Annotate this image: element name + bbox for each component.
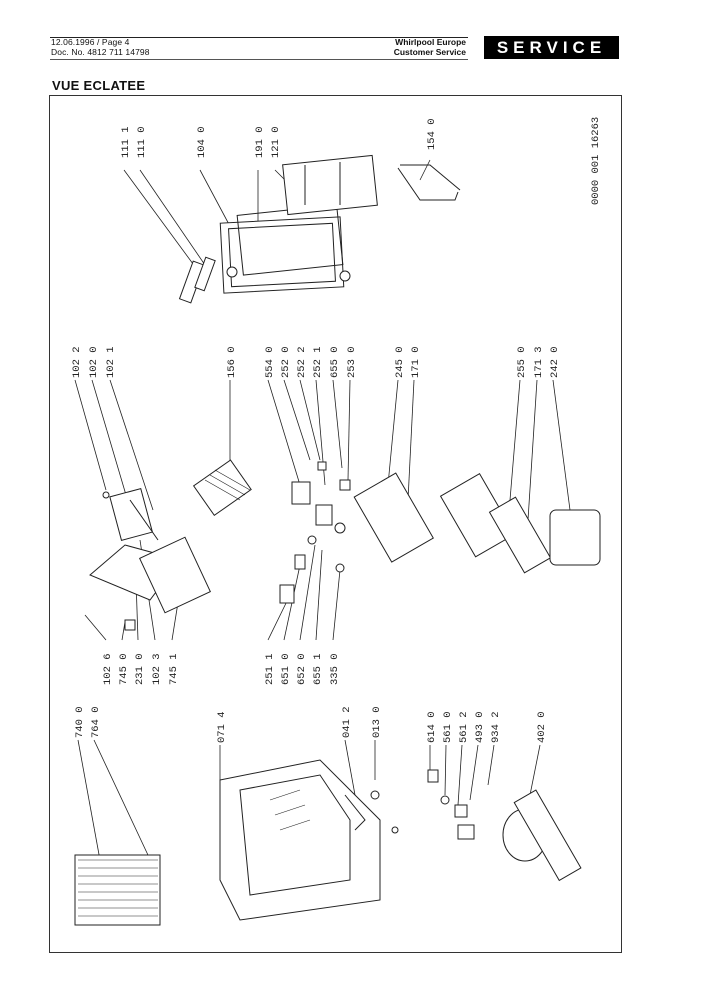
label-740-0: 740 0 (74, 706, 86, 738)
svg-text:102 6: 102 6 (102, 653, 114, 685)
svg-text:614 0: 614 0 (426, 711, 438, 743)
svg-text:171 3: 171 3 (533, 346, 545, 378)
label-242-0: 242 0 (549, 346, 561, 378)
label-493-0: 493 0 (474, 711, 486, 743)
svg-text:245 0: 245 0 (394, 346, 406, 378)
label-745-0: 745 0 (118, 653, 130, 685)
label-171-0: 171 0 (410, 346, 422, 378)
doc-number: Doc. No. 4812 711 14798 (51, 47, 150, 57)
label-934-2: 934 2 (490, 711, 502, 743)
service-badge: SERVICE (484, 36, 619, 59)
svg-text:252 2: 252 2 (296, 346, 308, 378)
svg-text:104 0: 104 0 (196, 126, 208, 158)
svg-text:102 1: 102 1 (105, 346, 117, 378)
label-102-2: 102 2 (71, 346, 83, 378)
label-655-1: 655 1 (312, 653, 324, 685)
label-156-0: 156 0 (226, 346, 238, 378)
drawing-number: 0000 001 16263 (590, 117, 602, 205)
svg-text:013 0: 013 0 (371, 706, 383, 738)
svg-text:745 1: 745 1 (168, 653, 180, 685)
label-041-2: 041 2 (341, 706, 353, 738)
label-102-3: 102 3 (151, 653, 163, 685)
svg-text:156 0: 156 0 (226, 346, 238, 378)
svg-text:655 1: 655 1 (312, 653, 324, 685)
svg-text:111 1: 111 1 (120, 126, 132, 158)
svg-text:764 0: 764 0 (90, 706, 102, 738)
label-111-1: 111 1 (120, 126, 132, 158)
label-764-0: 764 0 (90, 706, 102, 738)
svg-text:102 2: 102 2 (71, 346, 83, 378)
label-104-0: 104 0 (196, 126, 208, 158)
svg-text:121 0: 121 0 (270, 126, 282, 158)
svg-text:041 2: 041 2 (341, 706, 353, 738)
svg-text:191 0: 191 0 (254, 126, 266, 158)
svg-text:561 2: 561 2 (458, 711, 470, 743)
label-652-0: 652 0 (296, 653, 308, 685)
label-245-0: 245 0 (394, 346, 406, 378)
svg-text:554 0: 554 0 (264, 346, 276, 378)
svg-text:252 0: 252 0 (280, 346, 292, 378)
company-info: Whirlpool Europe Customer Service (380, 37, 466, 57)
doc-info: 12.06.1996 / Page 4 Doc. No. 4812 711 14… (51, 37, 150, 57)
date-page: 12.06.1996 / Page 4 (51, 37, 130, 47)
svg-text:231 0: 231 0 (134, 653, 146, 685)
svg-text:651 0: 651 0 (280, 653, 292, 685)
label-191-0: 191 0 (254, 126, 266, 158)
company-line1: Whirlpool Europe (395, 37, 466, 47)
svg-text:655 0: 655 0 (329, 346, 341, 378)
label-651-0: 651 0 (280, 653, 292, 685)
label-252-0: 252 0 (280, 346, 292, 378)
svg-text:071 4: 071 4 (216, 711, 228, 743)
svg-text:652 0: 652 0 (296, 653, 308, 685)
page-title: VUE ECLATEE (52, 78, 146, 93)
svg-text:255 0: 255 0 (516, 346, 528, 378)
label-102-6: 102 6 (102, 653, 114, 685)
label-745-1: 745 1 (168, 653, 180, 685)
svg-text:934 2: 934 2 (490, 711, 502, 743)
svg-text:745 0: 745 0 (118, 653, 130, 685)
svg-text:253 0: 253 0 (346, 346, 358, 378)
label-102-1: 102 1 (105, 346, 117, 378)
label-561-0: 561 0 (442, 711, 454, 743)
svg-text:561 0: 561 0 (442, 711, 454, 743)
svg-text:171 0: 171 0 (410, 346, 422, 378)
header-rule-top (50, 37, 468, 38)
svg-text:102 0: 102 0 (88, 346, 100, 378)
label-121-0: 121 0 (270, 126, 282, 158)
svg-text:252 1: 252 1 (312, 346, 324, 378)
label-253-0: 253 0 (346, 346, 358, 378)
svg-text:251 1: 251 1 (264, 653, 276, 685)
svg-text:740 0: 740 0 (74, 706, 86, 738)
header-rule-bottom (50, 59, 468, 60)
svg-text:402 0: 402 0 (536, 711, 548, 743)
label-071-4: 071 4 (216, 711, 228, 743)
label-251-1: 251 1 (264, 653, 276, 685)
label-171-3: 171 3 (533, 346, 545, 378)
label-154-0: 154 0 (426, 118, 438, 150)
label-013-0: 013 0 (371, 706, 383, 738)
label-561-2: 561 2 (458, 711, 470, 743)
svg-text:493 0: 493 0 (474, 711, 486, 743)
svg-text:0000 001 16263: 0000 001 16263 (590, 117, 602, 205)
svg-text:335 0: 335 0 (329, 653, 341, 685)
exploded-view-frame (49, 95, 622, 953)
label-655-0: 655 0 (329, 346, 341, 378)
label-102-0: 102 0 (88, 346, 100, 378)
label-231-0: 231 0 (134, 653, 146, 685)
svg-text:154 0: 154 0 (426, 118, 438, 150)
label-554-0: 554 0 (264, 346, 276, 378)
label-255-0: 255 0 (516, 346, 528, 378)
label-335-0: 335 0 (329, 653, 341, 685)
label-252-2: 252 2 (296, 346, 308, 378)
svg-text:111 0: 111 0 (136, 126, 148, 158)
svg-text:102 3: 102 3 (151, 653, 163, 685)
label-402-0: 402 0 (536, 711, 548, 743)
label-614-0: 614 0 (426, 711, 438, 743)
label-252-1: 252 1 (312, 346, 324, 378)
label-111-0: 111 0 (136, 126, 148, 158)
svg-text:242 0: 242 0 (549, 346, 561, 378)
company-line2: Customer Service (393, 47, 466, 57)
